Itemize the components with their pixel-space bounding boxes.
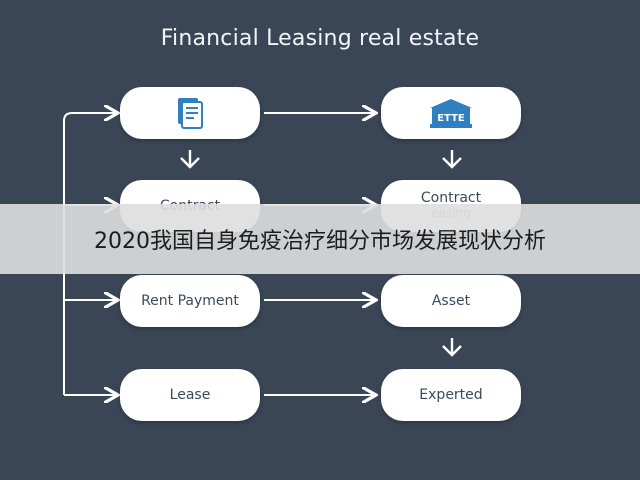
experted-node: Experted <box>381 369 521 421</box>
lease-label: Lease <box>169 386 211 403</box>
rent-payment-label: Rent Payment <box>141 292 239 309</box>
bank-icon-label: ETTE <box>437 113 465 124</box>
document-node <box>120 87 260 139</box>
asset-label: Asset <box>431 292 471 309</box>
bank-building-icon: ETTE <box>430 99 472 128</box>
bank-node: ETTE <box>381 87 521 139</box>
caption-overlay-banner: 2020我国自身免疫治疗细分市场发展现状分析 <box>0 204 640 274</box>
rent-payment-node: Rent Payment <box>120 275 260 327</box>
doc-down-arrow <box>180 150 200 169</box>
bank-down-arrow <box>442 150 462 169</box>
asset-node: Asset <box>381 275 521 327</box>
lease-node: Lease <box>120 369 260 421</box>
diagram-title: Financial Leasing real estate <box>160 26 480 51</box>
experted-label: Experted <box>419 386 483 403</box>
caption-overlay-text: 2020我国自身免疫治疗细分市场发展现状分析 <box>94 229 546 254</box>
contract-leasing-line1: Contract <box>420 190 482 206</box>
document-icon <box>178 98 203 129</box>
asset-down-arrow <box>442 338 462 357</box>
left-bracket-line <box>63 112 116 395</box>
